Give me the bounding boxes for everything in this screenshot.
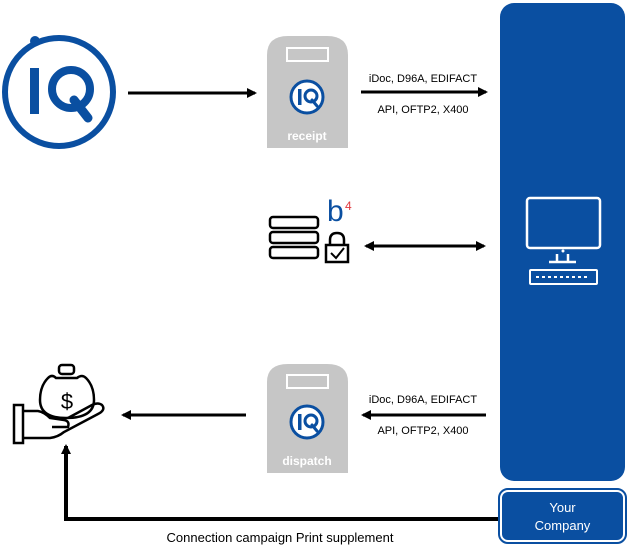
b4-logo-letter: b: [327, 195, 344, 228]
connection-campaign-label: Connection campaign Print supplement: [166, 530, 394, 545]
dispatch-protocols-line1: iDoc, D96A, EDIFACT: [368, 394, 478, 406]
iq-small-icon: [289, 404, 325, 440]
iq-logo-icon: [2, 35, 116, 149]
computer-monitor-icon: [525, 196, 602, 285]
svg-text:$: $: [61, 389, 73, 414]
iq-small-icon: [289, 79, 325, 115]
your-company-box: Your Company: [498, 488, 627, 544]
company-system-panel: [500, 3, 625, 481]
company-line2: Company: [534, 518, 591, 533]
receipt-protocols-line1: iDoc, D96A, EDIFACT: [368, 73, 478, 85]
company-line1: Your: [549, 500, 576, 515]
money-bag-hand-icon: $: [12, 363, 105, 445]
receipt-protocols-line2: API, OFTP2, X400: [377, 104, 469, 116]
lock-check-icon: [324, 231, 350, 264]
dispatch-label: dispatch: [282, 454, 332, 468]
arrow-company-to-payment: [61, 444, 500, 521]
database-icon: [268, 215, 320, 260]
dispatch-protocols-line2: API, OFTP2, X400: [377, 425, 469, 437]
b4-logo-superscript: 4: [345, 199, 352, 213]
receipt-card: [267, 36, 348, 148]
dispatch-card: [267, 364, 348, 473]
receipt-label: receipt: [287, 129, 327, 143]
